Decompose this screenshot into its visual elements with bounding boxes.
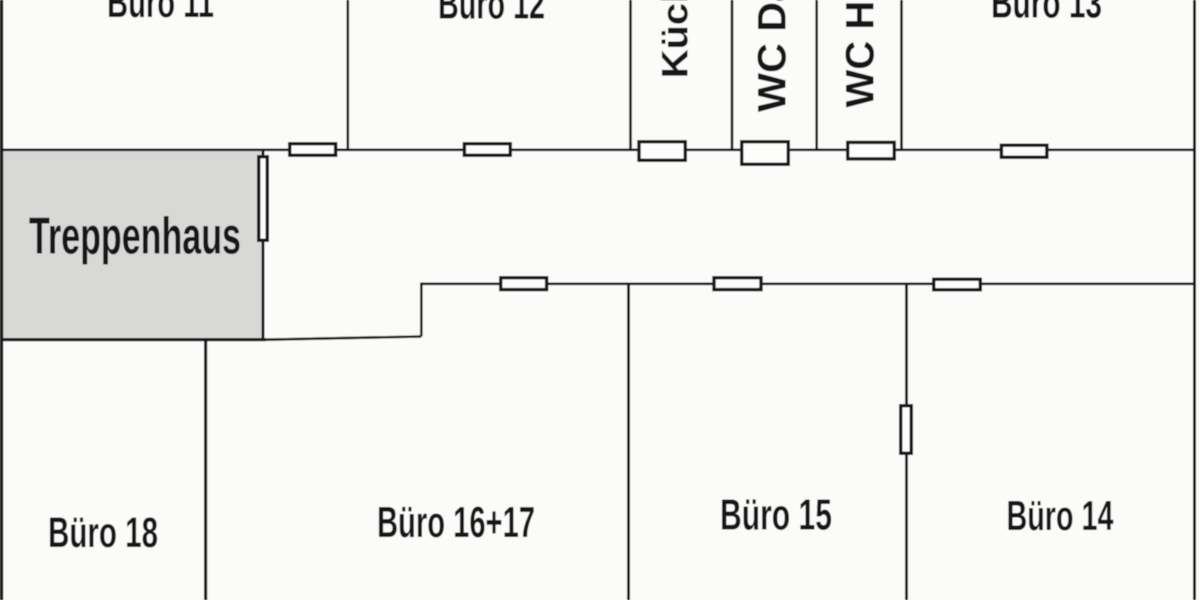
svg-text:Büro 12: Büro 12	[438, 0, 545, 29]
svg-text:Küche: Küche	[655, 0, 696, 78]
svg-text:Treppenhaus: Treppenhaus	[29, 208, 241, 266]
svg-text:Büro 11: Büro 11	[107, 0, 214, 27]
svg-text:WC Damen: WC Damen	[751, 0, 795, 112]
svg-text:Büro 18: Büro 18	[48, 510, 158, 557]
svg-text:WC Herren: WC Herren	[839, 0, 883, 108]
svg-text:Büro 13: Büro 13	[991, 0, 1102, 28]
svg-text:Büro 14: Büro 14	[1007, 492, 1114, 539]
svg-text:Büro 15: Büro 15	[720, 492, 832, 540]
svg-text:Büro 16+17: Büro 16+17	[377, 499, 535, 547]
